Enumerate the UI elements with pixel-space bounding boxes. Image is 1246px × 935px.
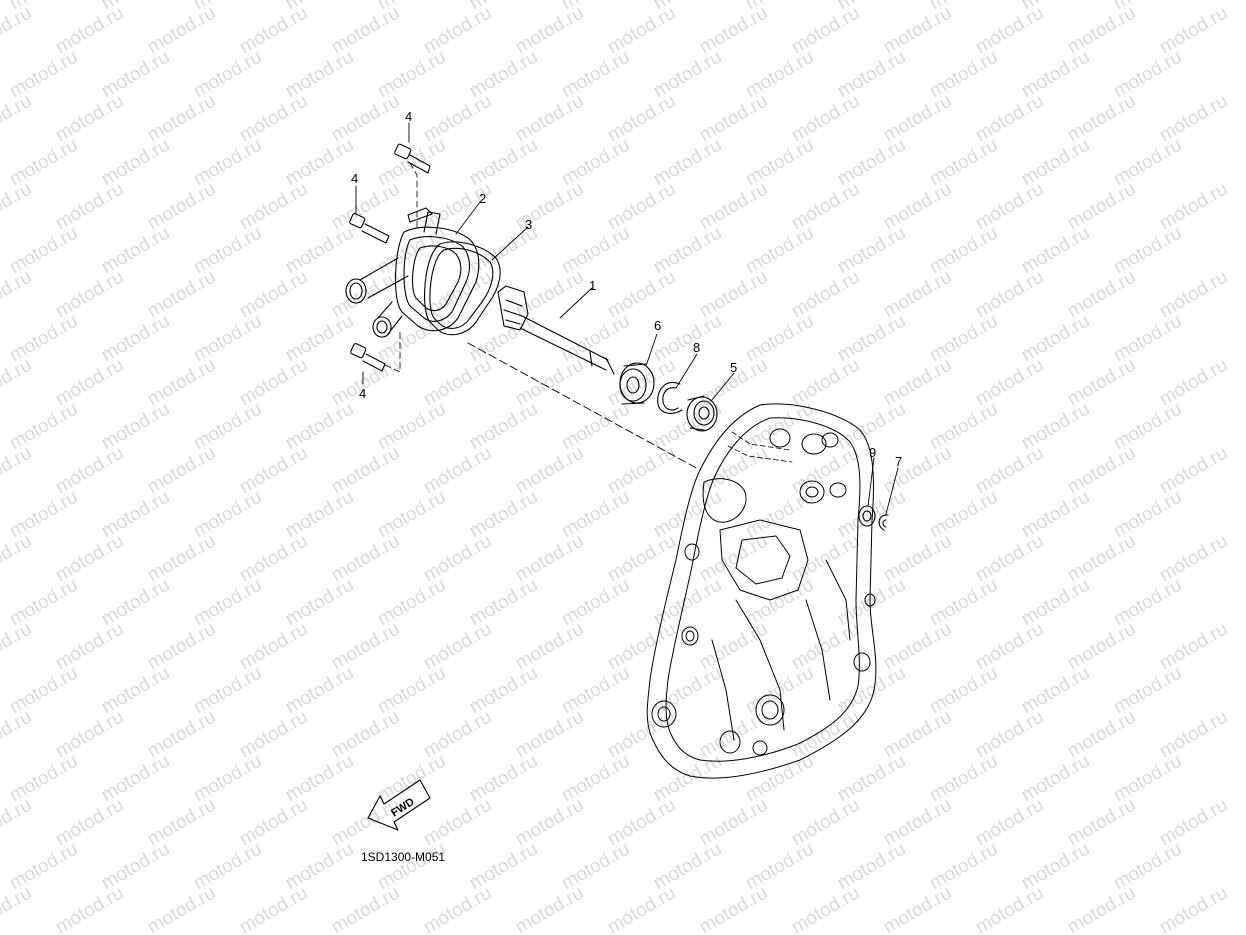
forward-arrow: FWD	[367, 779, 431, 831]
bolt-guide-line-bottom	[384, 329, 401, 373]
callout-6: 6	[654, 318, 661, 333]
callout-4-top: 4	[405, 109, 412, 124]
circlip	[657, 382, 683, 414]
callout-7: 7	[895, 454, 902, 469]
water-pump-cover	[345, 207, 480, 338]
bolt-middle	[349, 213, 390, 244]
callout-3: 3	[525, 217, 532, 232]
impeller-shaft	[497, 285, 615, 375]
bolt-top	[394, 143, 431, 174]
clip	[878, 514, 889, 531]
diagram-code: 1SD1300-M051	[361, 850, 446, 864]
bolt-lower	[350, 343, 386, 372]
bearing	[619, 362, 655, 405]
callout-2: 2	[479, 191, 486, 206]
callout-5: 5	[730, 360, 737, 375]
gasket	[424, 241, 501, 336]
callout-4-middle: 4	[351, 171, 358, 186]
callout-1: 1	[589, 278, 596, 293]
callout-8: 8	[693, 340, 700, 355]
crankcase	[646, 403, 877, 779]
assembly-centerline	[467, 342, 701, 471]
callout-4-bottom: 4	[359, 386, 366, 401]
washer	[858, 505, 876, 527]
callout-9: 9	[869, 445, 876, 460]
oil-seal	[686, 395, 718, 432]
leader-lines	[355, 122, 899, 515]
